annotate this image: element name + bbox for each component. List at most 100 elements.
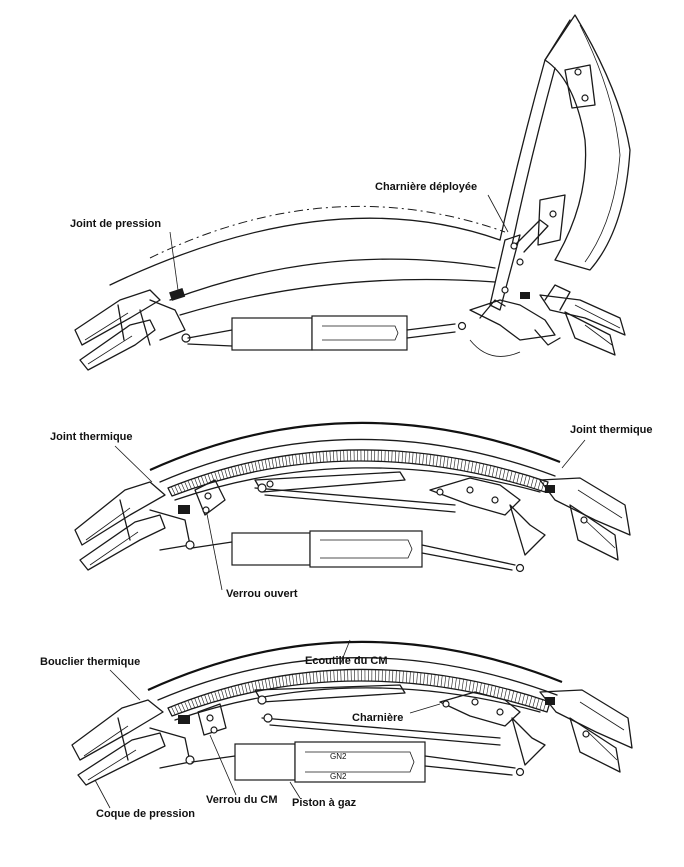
hatch-line [463, 460, 467, 472]
hatch-line [241, 684, 245, 695]
hatch-line [177, 703, 182, 713]
link-arm-middle [254, 471, 456, 513]
hatch-line [488, 465, 492, 477]
hatch-line [167, 487, 173, 497]
hatch-line [285, 675, 288, 687]
hatch-line [422, 453, 424, 465]
hatch-line [329, 670, 332, 682]
hatch-line [271, 457, 274, 469]
hatch-line [224, 468, 228, 479]
hatch-line [295, 454, 298, 465]
hatch-line [288, 455, 291, 466]
piston-assembly-middle [191, 530, 525, 573]
hatch-line [519, 473, 524, 485]
panel-middle [74, 421, 631, 591]
hatch-line [398, 451, 400, 463]
hatch-line [292, 674, 295, 686]
label-deployed-hinge: Charnière déployée [375, 181, 478, 193]
hatch-line [395, 670, 397, 683]
hatch-line [247, 462, 251, 473]
ablator-hatching [167, 449, 549, 497]
left-rim-middle [74, 481, 195, 571]
hatch-line [336, 450, 338, 462]
hatch-body-arc [174, 467, 541, 501]
right-rim-structure [469, 284, 626, 357]
leader-thermal-seal-left [114, 445, 153, 483]
hatch-line [408, 452, 410, 464]
hatch-line [322, 451, 325, 463]
hatch-line [244, 683, 248, 694]
hatch-inner-arc [159, 438, 556, 483]
hatch-line [200, 695, 205, 705]
hatch-body-arc-bottom [174, 687, 541, 721]
hatch-line [174, 705, 179, 714]
hatch-line [451, 677, 454, 689]
hatch-line [336, 670, 339, 682]
leader-pressure-seal [169, 231, 179, 291]
hatch-line [305, 672, 308, 684]
hatch-line [171, 486, 176, 495]
hatch-line [237, 684, 241, 695]
hatch-line [440, 675, 443, 687]
label-thermal-seal-left: Joint thermique [50, 431, 133, 443]
hatch-line [505, 469, 509, 481]
hatch-line [264, 459, 268, 470]
ablator-hatching-bottom [167, 669, 551, 717]
hatch-line [437, 674, 440, 687]
hatch-line [271, 677, 275, 689]
hatch-line [326, 451, 328, 463]
hatch-line [477, 462, 481, 474]
hatch-line [419, 672, 422, 685]
hatch-line [217, 470, 222, 480]
hatch-line [394, 450, 396, 463]
label-hinge: Charnière [352, 712, 404, 724]
hatch-line [207, 693, 212, 703]
hatch-line [409, 671, 411, 684]
hatch-line [493, 686, 497, 698]
hatch-line [264, 678, 268, 690]
hatch-line [496, 686, 500, 698]
panel-bottom: GN2 GN2 [71, 639, 633, 809]
hatch-line [237, 465, 241, 475]
hatch-line [415, 452, 417, 464]
label-pressure-shell: Coque de pression [96, 808, 196, 820]
hatch-line [333, 670, 335, 682]
hatch-line [423, 673, 425, 685]
hatch-line [482, 683, 486, 695]
hatch-line [530, 477, 534, 488]
hatch-line [461, 679, 464, 691]
hatch-line [261, 679, 265, 690]
hatch-line [234, 466, 238, 476]
hatch-line [177, 483, 182, 493]
hatch-line [528, 696, 533, 707]
hatch-line [251, 681, 255, 692]
outer-shell-arc [109, 217, 501, 286]
hatch-line [204, 694, 209, 704]
hatch-line [295, 673, 298, 685]
hatch-line [190, 479, 196, 488]
ablator-band-middle [167, 449, 549, 497]
hatch-line [207, 473, 212, 483]
hatch-line [180, 702, 186, 712]
hatch-line [274, 457, 278, 468]
hatch-line [340, 669, 342, 682]
hatch-line [190, 699, 196, 708]
hatch-line [405, 671, 408, 683]
leader-thermal-seal-right [561, 439, 586, 469]
right-rim-middle [429, 477, 631, 561]
hatch-line [539, 699, 544, 710]
hatch-line [489, 685, 493, 697]
hatch-line [171, 706, 176, 715]
hatch-line [247, 682, 251, 693]
hatch-line [479, 682, 482, 694]
hatch-line [299, 673, 301, 685]
hatch-line [458, 678, 461, 690]
hatch-line [187, 700, 192, 710]
hatch-line [425, 453, 428, 466]
hatch-line [518, 692, 522, 704]
hatch-line [323, 670, 325, 683]
hatch-line [281, 456, 284, 467]
hatch-line [329, 450, 331, 462]
